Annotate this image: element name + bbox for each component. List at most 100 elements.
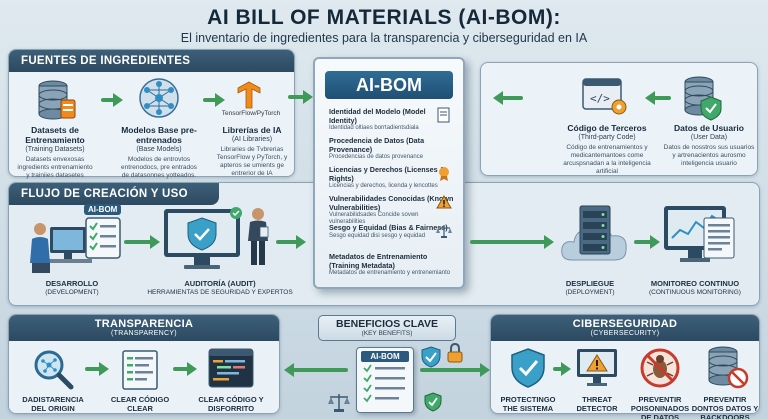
- transparencia-sub: (TRANSPARENCY): [111, 330, 177, 337]
- auditor-person-icon: [248, 208, 269, 265]
- fuentes-panel-title: FUENTES DE INGREDIENTES: [9, 50, 294, 72]
- transparencia-item-clear-code: CLEAR CÓDIGO CLEAR: [110, 395, 170, 413]
- code-window-icon: </>: [582, 78, 627, 115]
- padlock-icon: [447, 343, 463, 363]
- datos-usuario-desc: Datos de nosstros sus usuarios y artrena…: [663, 144, 755, 167]
- step-despliegue-sub: (DEPLOYMENT): [565, 289, 615, 296]
- fuente-librerias-sub: (AI Libraries): [231, 136, 273, 143]
- ciberseguridad-panel: CIBERSEGURIDAD (CYBERSECURITY) PROTECTIN…: [490, 314, 760, 419]
- datos-usuario-title: Datos de Usuario: [674, 123, 744, 133]
- threat-detector-monitor-icon: [577, 349, 617, 386]
- fuente-modelos-sub: (Base Models): [136, 146, 182, 153]
- fuente-modelos: Modelos Base pre-entrenados (Base Models…: [117, 125, 201, 180]
- datos-usuario-sub: (User Data): [690, 134, 728, 141]
- tensorflow-logo-icon: [237, 81, 261, 109]
- magnifier-search-icon: [34, 350, 74, 390]
- ciber-item-protecting: PROTECTINGO THE SISTEMA: [500, 395, 556, 413]
- doc-row-vulnerabilities: Vulnerabilidades Conocidas (Known Vulner…: [329, 194, 455, 226]
- doc-row-title: Sesgo y Equidad (Bias & Fairness): [329, 223, 448, 232]
- svg-text:</>: </>: [590, 92, 610, 105]
- fuente-datasets-sub: (Training Datasets): [25, 146, 85, 153]
- database-blocked-icon: [708, 346, 749, 389]
- license-badge-icon: [439, 167, 449, 181]
- code-editor-window-icon: [208, 348, 254, 388]
- doc-row-provenance: Procedencia de Datos (Data Provenance) P…: [329, 136, 455, 161]
- doc-row-desc: Sesgo equidad disi sesgo y equidad: [329, 232, 426, 239]
- beneficios-sub: (KEY BENEFITS): [361, 330, 413, 337]
- ai-bom-document-title: AI-BOM: [325, 71, 453, 99]
- ciberseguridad-title: CIBERSEGURIDAD: [572, 318, 678, 330]
- doc-row-bias: Sesgo y Equidad (Bias & Fairness) Sesgo …: [329, 223, 455, 240]
- page-title: AI BILL OF MATERIALS (AI-BOM):: [207, 6, 561, 29]
- no-poison-bug-icon: [640, 348, 680, 388]
- beneficios-title: BENEFICIOS CLAVE: [336, 318, 438, 330]
- balance-scale-icon: [328, 394, 350, 412]
- step-auditoria-sub: HERRAMIENTAS DE SEGURIDAD Y EXPERTOS: [147, 289, 293, 296]
- beneficios-doc-tag: AI-BOM: [361, 351, 409, 362]
- transparencia-item-origin: DADISTARENCIA DEL ORIGIN: [22, 395, 84, 413]
- code-document-icon: [122, 350, 158, 390]
- step-despliegue-title: DESPLIEGUE: [565, 279, 615, 288]
- ai-bom-tag: AI-BOM: [84, 204, 122, 215]
- flujo-panel-title: FLUJO DE CREACIÓN Y USO: [9, 183, 219, 205]
- step-auditoria-title: AUDITORÍA (AUDIT): [184, 279, 256, 288]
- doc-row-title: Metadatos de Entrenamiento (Training Met…: [329, 252, 428, 270]
- step-auditoria: AUDITORÍA (AUDIT) HERRAMIENTAS DE SEGURI…: [140, 279, 300, 297]
- developer-at-desk-icon: [30, 223, 92, 273]
- third-party-panel: </> Código de Terceros (Third-party Code…: [480, 62, 758, 176]
- database-icon: [38, 80, 76, 120]
- doc-row-desc: Procedencias de datos provenance: [329, 154, 424, 160]
- server-cloud-icon: [561, 205, 627, 261]
- fuente-librerias-title: Librerías de IA: [222, 125, 282, 135]
- neural-network-icon: [139, 78, 179, 118]
- doc-row-desc: Identidad oltiaes borrtadientsdiala: [329, 125, 419, 131]
- shield-check-icon: [421, 346, 441, 368]
- beneficios-banner: BENEFICIOS CLAVE (KEY BENEFITS): [318, 315, 456, 341]
- ciberseguridad-panel-title: CIBERSEGURIDAD (CYBERSECURITY): [491, 315, 759, 341]
- step-desarrollo-sub: (DEVELOPMENT): [45, 289, 99, 296]
- doc-row-identity: Identidad del Modelo (Model Identity) Id…: [329, 107, 455, 132]
- codigo-terceros-sub: (Third-party Code): [578, 134, 636, 141]
- ai-bom-document: AI-BOM Identidad del Modelo (Model Ident…: [313, 57, 465, 289]
- monitoring-dashboard-icon: [664, 206, 735, 262]
- step-monitoreo-sub: (CONTINUOUS MONITORING): [649, 289, 741, 296]
- page-subtitle: El inventario de ingredientes para la tr…: [180, 31, 588, 45]
- fuente-librerias: Librerías de IA (AI Libraries) Libraries…: [213, 125, 291, 178]
- fuente-librerias-desc: Libraries de Tvbrerias TensorFlow y PyTo…: [216, 146, 288, 177]
- document-icon: [437, 107, 450, 123]
- audit-monitor-shield-icon: [164, 207, 242, 269]
- step-despliegue: DESPLIEGUE (DEPLOYMENT): [540, 279, 640, 297]
- transparencia-panel: TRANSPARENCIA (TRANSPARENCY) DADISTARENC…: [8, 314, 280, 414]
- step-desarrollo-title: DESARROLLO: [45, 279, 99, 288]
- doc-row-desc: Licencias y derechos, licenda y lencotte…: [329, 183, 438, 189]
- transparencia-panel-title: TRANSPARENCIA (TRANSPARENCY): [9, 315, 279, 341]
- fuente-modelos-title: Modelos Base pre-entrenados: [121, 125, 197, 145]
- beneficios-doc: AI-BOM: [356, 347, 414, 413]
- checklist-icon: [85, 217, 121, 259]
- step-monitoreo-title: MONITOREO CONTINUO: [650, 279, 740, 288]
- ciber-item-backdoors: PREVENTIR DONTOS DATOS Y BACKDOORS: [691, 395, 759, 419]
- fuentes-panel: FUENTES DE INGREDIENTES Datasets de Entr…: [8, 49, 295, 180]
- codigo-terceros: Código de Terceros (Third-party Code) Có…: [561, 123, 653, 176]
- fuente-datasets-title: Datasets de Entrenamiento: [25, 125, 85, 145]
- doc-row-title: Procedencia de Datos (Data Provenance): [329, 136, 425, 154]
- shield-check-icon: [511, 348, 545, 388]
- fuente-modelos-desc: Modelos de entrovtos entrenodocs, pre en…: [121, 156, 197, 179]
- ciber-item-threat: THREAT DETECTOR: [576, 395, 618, 413]
- doc-row-title: Identidad del Modelo (Model Identity): [329, 107, 426, 125]
- user-data-shield-icon: [684, 76, 722, 121]
- library-logo-caption: TensorFlow/PyTorch: [221, 110, 281, 117]
- doc-row-title: Vulnerabilidades Conocidas (Known Vulner…: [329, 194, 454, 212]
- doc-row-licenses: Licencias y Derechos (Licenses & Rights)…: [329, 165, 455, 190]
- balance-scale-icon: [436, 225, 452, 238]
- doc-row-desc: Vulnerabilidsades Concide sovwn vulnerab…: [329, 212, 419, 225]
- step-monitoreo: MONITOREO CONTINUO (CONTINUOUS MONITORIN…: [630, 279, 760, 297]
- transparencia-item-clear-code-disforrito: CLEAR CÓDIGO Y DISFORRITO: [198, 395, 264, 413]
- step-desarrollo: DESARROLLO (DEVELOPMENT): [22, 279, 122, 297]
- codigo-terceros-desc: Código de entrenamientos y medicantemant…: [563, 144, 651, 175]
- datos-usuario: Datos de Usuario (User Data) Datos de no…: [663, 123, 755, 168]
- ciberseguridad-sub: (CYBERSECURITY): [590, 330, 660, 337]
- codigo-terceros-title: Código de Terceros: [567, 123, 647, 133]
- doc-row-training: Metadatos de Entrenamiento (Training Met…: [329, 252, 455, 277]
- ciber-item-poisoning: PREVENTIR POISONINADOS DE DATOS: [630, 395, 690, 419]
